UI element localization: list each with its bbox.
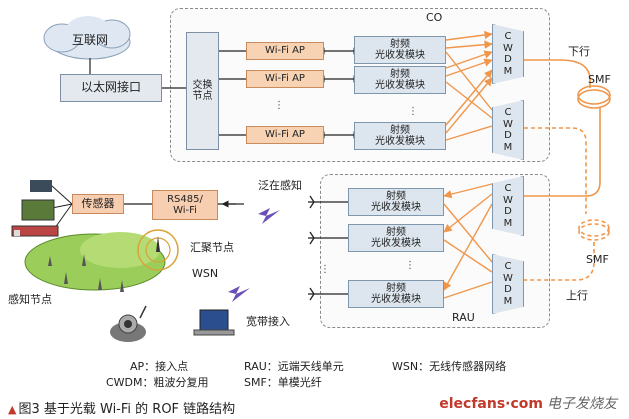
broadband-access-label: 宽带接入 <box>246 315 290 328</box>
rau-rf-module-1: 射频 光收发模块 <box>348 188 444 216</box>
watermark-main: elecfans·com <box>439 396 543 412</box>
switch-node-box: 交换 节点 <box>186 32 219 150</box>
field-devices-icon <box>11 180 59 237</box>
wifi-ap-box-1: Wi-Fi AP <box>246 42 324 60</box>
switch-node-line1: 交换 <box>192 79 213 91</box>
rs485-wifi-box: RS485/ Wi-Fi <box>152 190 218 220</box>
rs485-line1: RS485/ <box>167 193 203 205</box>
legend-rau: RAU：远端天线单元 <box>244 360 344 373</box>
rau-rf-module-2: 射频 光收发模块 <box>348 224 444 252</box>
rf-line1: 射频 <box>390 38 410 50</box>
sensor-box: 传感器 <box>72 194 124 214</box>
wifi-ap-box-3: Wi-Fi AP <box>246 126 324 144</box>
rf-line1: 射频 <box>386 226 406 238</box>
internet-cloud <box>43 16 131 60</box>
rf-line1: 射频 <box>386 282 406 294</box>
legend-wsn: WSN：无线传感器网络 <box>392 360 507 373</box>
wireless-signal-icons <box>228 208 280 302</box>
legend-cwdm: CWDM：粗波分复用 <box>106 376 209 389</box>
watermark-sub: 电子发烧友 <box>547 396 617 412</box>
ethernet-interface-box: 以太网接口 <box>60 74 162 102</box>
rf-line1: 射频 <box>390 124 410 136</box>
svg-text:⋮: ⋮ <box>405 260 415 271</box>
figure-caption: ▲图3 基于光载 Wi-Fi 的 ROF 链路结构 <box>8 398 235 417</box>
caption-text: 图3 基于光载 Wi-Fi 的 ROF 链路结构 <box>18 402 236 417</box>
co-rf-module-2: 射频 光收发模块 <box>354 66 446 94</box>
legend-smf: SMF：单模光纤 <box>244 376 322 389</box>
caption-marker-icon: ▲ <box>8 403 17 416</box>
uplink-label: 上行 <box>566 289 588 302</box>
rau-label: RAU <box>452 311 475 324</box>
rf-line2: 光收发模块 <box>371 202 421 213</box>
legend-ap: AP：接入点 <box>130 360 189 373</box>
rf-line1: 射频 <box>386 190 406 202</box>
rs485-line2: Wi-Fi <box>173 205 197 216</box>
svg-text:⋮: ⋮ <box>320 264 330 275</box>
internet-label: 互联网 <box>72 33 109 47</box>
svg-text:⋮: ⋮ <box>274 100 284 111</box>
rf-line2: 光收发模块 <box>375 50 425 61</box>
co-rf-module-3: 射频 光收发模块 <box>354 122 446 150</box>
smf-top-label: SMF <box>588 73 611 86</box>
rf-line2: 光收发模块 <box>371 294 421 305</box>
sensor-field-icon <box>24 229 179 292</box>
rf-line1: 射频 <box>390 68 410 80</box>
ubiquitous-sensing-label: 泛在感知 <box>258 179 302 192</box>
wsn-label: WSN <box>192 267 219 280</box>
sink-node-label: 汇聚节点 <box>190 241 234 254</box>
sense-node-label: 感知节点 <box>8 293 52 306</box>
co-label: CO <box>426 11 443 24</box>
smf-bottom-label: SMF <box>586 253 609 266</box>
rau-rf-module-3: 射频 光收发模块 <box>348 280 444 308</box>
rf-line2: 光收发模块 <box>375 80 425 91</box>
rf-line2: 光收发模块 <box>375 136 425 147</box>
co-rf-module-1: 射频 光收发模块 <box>354 36 446 64</box>
switch-node-line2: 节点 <box>192 91 213 102</box>
laptop-icon <box>193 309 235 336</box>
camera-device-icon <box>110 305 147 342</box>
wifi-ap-box-2: Wi-Fi AP <box>246 70 324 88</box>
rf-line2: 光收发模块 <box>371 238 421 249</box>
downlink-label: 下行 <box>568 45 590 58</box>
svg-text:⋮: ⋮ <box>408 106 418 117</box>
